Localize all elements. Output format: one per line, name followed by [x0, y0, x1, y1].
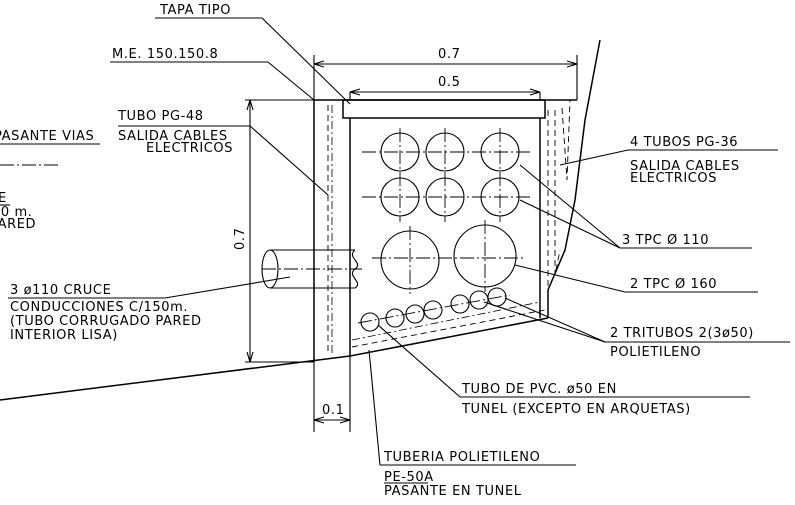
label-salida-cables-2: SALIDA CABLES: [630, 159, 740, 174]
label-pvc-title: TUBO DE PVC. ø50 EN: [461, 382, 617, 397]
pg36-tube-dash-2: [554, 110, 561, 276]
dim-wall: 0.1: [322, 403, 344, 418]
label-tubos-pg36: 4 TUBOS PG-36: [630, 135, 738, 150]
label-frag-pared: PARED: [0, 217, 36, 232]
label-tpc110: 3 TPC Ø 110: [622, 233, 709, 248]
label-pasante-vias: PASANTE VIAS: [0, 129, 94, 144]
label-cruce-line1: CONDUCCIONES C/150m.: [10, 300, 188, 315]
label-electricos-2: ELECTRICOS: [630, 171, 717, 186]
cross-pipe: [261, 249, 362, 289]
ground-slope-right: [547, 39, 601, 318]
label-cruce-line2: (TUBO CORRUGADO PARED: [10, 314, 202, 329]
tapa-lid: [342, 99, 546, 119]
label-pe50a: PE-50A: [384, 470, 434, 485]
label-salida-cables-1: SALIDA CABLES: [118, 129, 228, 144]
label-tubo-pg48: TUBO PG-48: [117, 109, 204, 124]
label-me: M.E. 150.150.8: [112, 47, 218, 62]
label-frag-e: E: [0, 191, 7, 206]
dim-height: 0.7: [233, 228, 248, 250]
label-tapa-tipo: TAPA TIPO: [159, 3, 231, 18]
pe-dashed-bottom-1: [351, 301, 541, 341]
label-tpc160: 2 TPC Ø 160: [630, 277, 717, 292]
label-electricos-1: ELECTRICOS: [146, 141, 233, 156]
label-tuberia-title: TUBERIA POLIETILENO: [383, 450, 540, 465]
dim-width-inner: 0.5: [438, 75, 460, 90]
dim-width-outer: 0.7: [438, 47, 460, 62]
label-cruce-title: 3 ø110 CRUCE: [10, 283, 111, 298]
label-tritubos: 2 TRITUBOS 2(3ø50): [610, 326, 754, 341]
pg36-tube-dash-3: [561, 99, 571, 181]
label-frag-50m: 50 m.: [0, 205, 32, 220]
label-polietileno: POLIETILENO: [610, 345, 701, 360]
tpc-110-group: [362, 128, 530, 222]
small-tubes-group: [357, 287, 511, 332]
pe-dashed-bottom-2: [351, 309, 546, 348]
label-cruce-line3: INTERIOR LISA): [10, 328, 118, 343]
label-pvc-line2: TUNEL (EXCEPTO EN ARQUETAS): [461, 402, 691, 417]
label-pasante-tunel: PASANTE EN TUNEL: [384, 484, 522, 499]
tpc-160-group: [372, 220, 525, 294]
